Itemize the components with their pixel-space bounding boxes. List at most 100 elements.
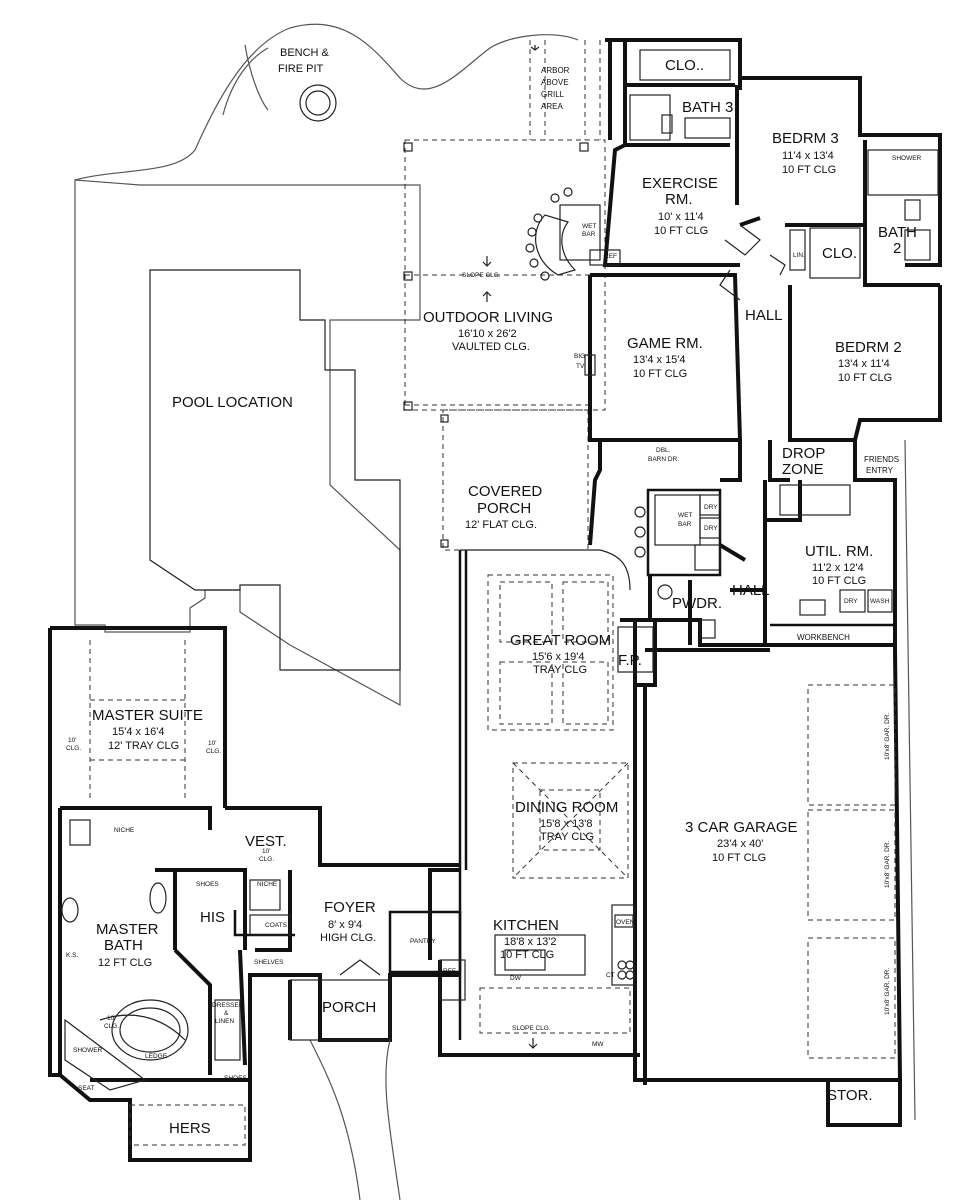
labels: BENCH & FIRE PIT ARBOR ABOVE GRILL AREA … <box>66 47 922 1137</box>
dry-util-label: DRY <box>844 598 858 605</box>
ref-kitchen-label: REF <box>443 968 456 975</box>
ceiling-trays <box>487 574 654 879</box>
oven-label: OVEN <box>616 919 635 926</box>
util-size: 11'2 x 12'4 <box>812 562 864 574</box>
garage-doors <box>807 439 916 1127</box>
arbor-label: ARBOR <box>541 66 570 75</box>
exercise-name-1: EXERCISE <box>642 175 718 192</box>
great-room-clg: TRAY CLG <box>533 664 587 676</box>
exercise-size: 10' x 11'4 <box>658 211 704 223</box>
clo-top-label: CLO.. <box>665 57 704 74</box>
workbench-label: WORKBENCH <box>797 633 850 642</box>
hall-upper-label: HALL <box>745 307 783 324</box>
ten-clg-bath-2: CLG. <box>104 1023 119 1030</box>
stor-label: STOR. <box>827 1087 873 1104</box>
arbor-grill-label: GRILL <box>541 90 565 99</box>
bedrm3-name: BEDRM 3 <box>772 130 839 147</box>
wet-bar-inner-2: BAR <box>678 521 692 528</box>
garage-clg: 10 FT CLG <box>712 852 766 864</box>
drop-zone-2: ZONE <box>782 461 824 478</box>
clo-mid-label: CLO. <box>822 245 857 262</box>
hall-lower-label: HALL <box>732 582 770 599</box>
game-rm-clg: 10 FT CLG <box>633 368 687 380</box>
niche-label-1: NICHE <box>114 827 135 834</box>
bath2-label-2: 2 <box>893 240 901 257</box>
slope-arrows <box>482 45 540 1049</box>
gar-dr-1: 10'x8' GAR. DR. <box>884 713 891 760</box>
mw-label: MW <box>592 1041 604 1048</box>
big-tv-2: TV <box>576 363 585 370</box>
middle-core-walls <box>646 480 897 647</box>
seat-label: SEAT <box>78 1085 95 1092</box>
ten-clg-right-1: 10' <box>208 740 216 747</box>
vest-name: VEST. <box>245 833 287 850</box>
exercise-clg: 10 FT CLG <box>654 225 708 237</box>
dresser-label-3: LINEN <box>215 1018 234 1025</box>
ten-clg-right-2: CLG. <box>206 748 221 755</box>
shelves-label: SHELVES <box>254 959 284 966</box>
master-bath-clg: 12 FT CLG <box>98 957 152 969</box>
dw-label: DW <box>510 975 522 982</box>
master-suite-name: MASTER SUITE <box>92 707 203 724</box>
dining-size: 15'8 x 13'8 <box>540 818 593 830</box>
arbor-structure <box>403 40 606 411</box>
game-rm-size: 13'4 x 15'4 <box>633 354 686 366</box>
master-suite-clg: 12' TRAY CLG <box>108 740 179 752</box>
ten-clg-bath-1: 10' <box>107 1015 115 1022</box>
util-name: UTIL. RM. <box>805 543 873 560</box>
dry-label-1: DRY <box>704 504 718 511</box>
foyer-name: FOYER <box>324 899 376 916</box>
bedrm3-size: 11'4 x 13'4 <box>782 150 834 162</box>
bench-label: BENCH & <box>280 47 330 59</box>
big-tv-1: BIG <box>574 353 585 360</box>
bedrm2-name: BEDRM 2 <box>835 339 902 356</box>
middle-core-fixtures <box>634 484 893 639</box>
outdoor-living-clg: VAULTED CLG. <box>452 341 530 353</box>
fire-pit <box>299 84 337 122</box>
gar-dr-3: 10'x8' GAR. DR. <box>884 968 891 1015</box>
outdoor-living-name: OUTDOOR LIVING <box>423 309 553 326</box>
foyer-size: 8' x 9'4 <box>328 919 362 931</box>
bath2-label-1: BATH <box>878 224 917 241</box>
pantry-label: PANTRY <box>410 938 436 945</box>
pool-label: POOL LOCATION <box>172 394 293 411</box>
lin-label: LIN. <box>793 252 805 259</box>
drop-zone-1: DROP <box>782 445 825 462</box>
porch-label: PORCH <box>322 999 376 1016</box>
coats-label: COATS <box>265 922 288 929</box>
dry-label-2: DRY <box>704 525 718 532</box>
ledge-label: LEDGE <box>145 1053 168 1060</box>
bedrm3-clg: 10 FT CLG <box>782 164 836 176</box>
bedrm2-clg: 10 FT CLG <box>838 372 892 384</box>
slope-kitchen-label: SLOPE CLG. <box>512 1025 551 1032</box>
arbor-area-label: AREA <box>541 102 563 111</box>
game-rm-name: GAME RM. <box>627 335 703 352</box>
foyer-clg: HIGH CLG. <box>320 932 376 944</box>
pool-shape <box>149 269 401 671</box>
slope-clg-label: SLOPE CLG. <box>462 272 501 279</box>
friends-entry-1: FRIENDS <box>864 455 899 464</box>
shoes-hers-label: SHOES <box>224 1075 247 1082</box>
pwdr-label: PWDR. <box>672 595 722 612</box>
hers-label: HERS <box>169 1120 211 1137</box>
dbl-barn-2: BARN DR. <box>648 456 679 463</box>
vest-clg-2: CLG. <box>259 856 274 863</box>
garage-size: 23'4 x 40' <box>717 838 763 850</box>
north-wing-walls <box>588 38 942 650</box>
master-bath-name-1: MASTER <box>96 921 159 938</box>
covered-porch-outline <box>440 409 589 551</box>
great-room-name: GREAT ROOM <box>510 632 611 649</box>
ten-clg-left-2: CLG. <box>66 745 81 752</box>
kitchen-clg: 10 FT CLG <box>500 949 554 961</box>
dresser-label-1: DRESSER <box>212 1002 244 1009</box>
wet-bar-outdoor-1: WET <box>582 223 596 230</box>
bedrm2-size: 13'4 x 11'4 <box>838 358 890 370</box>
exercise-name-2: RM. <box>665 191 693 208</box>
shoes-label-1: SHOES <box>196 881 219 888</box>
wet-bar-outdoor-2: BAR <box>582 231 596 238</box>
shower-top-label: SHOWER <box>892 155 922 162</box>
dining-name: DINING ROOM <box>515 799 618 816</box>
master-suite-size: 15'4 x 16'4 <box>112 726 165 738</box>
shower-master-label: SHOWER <box>73 1047 103 1054</box>
